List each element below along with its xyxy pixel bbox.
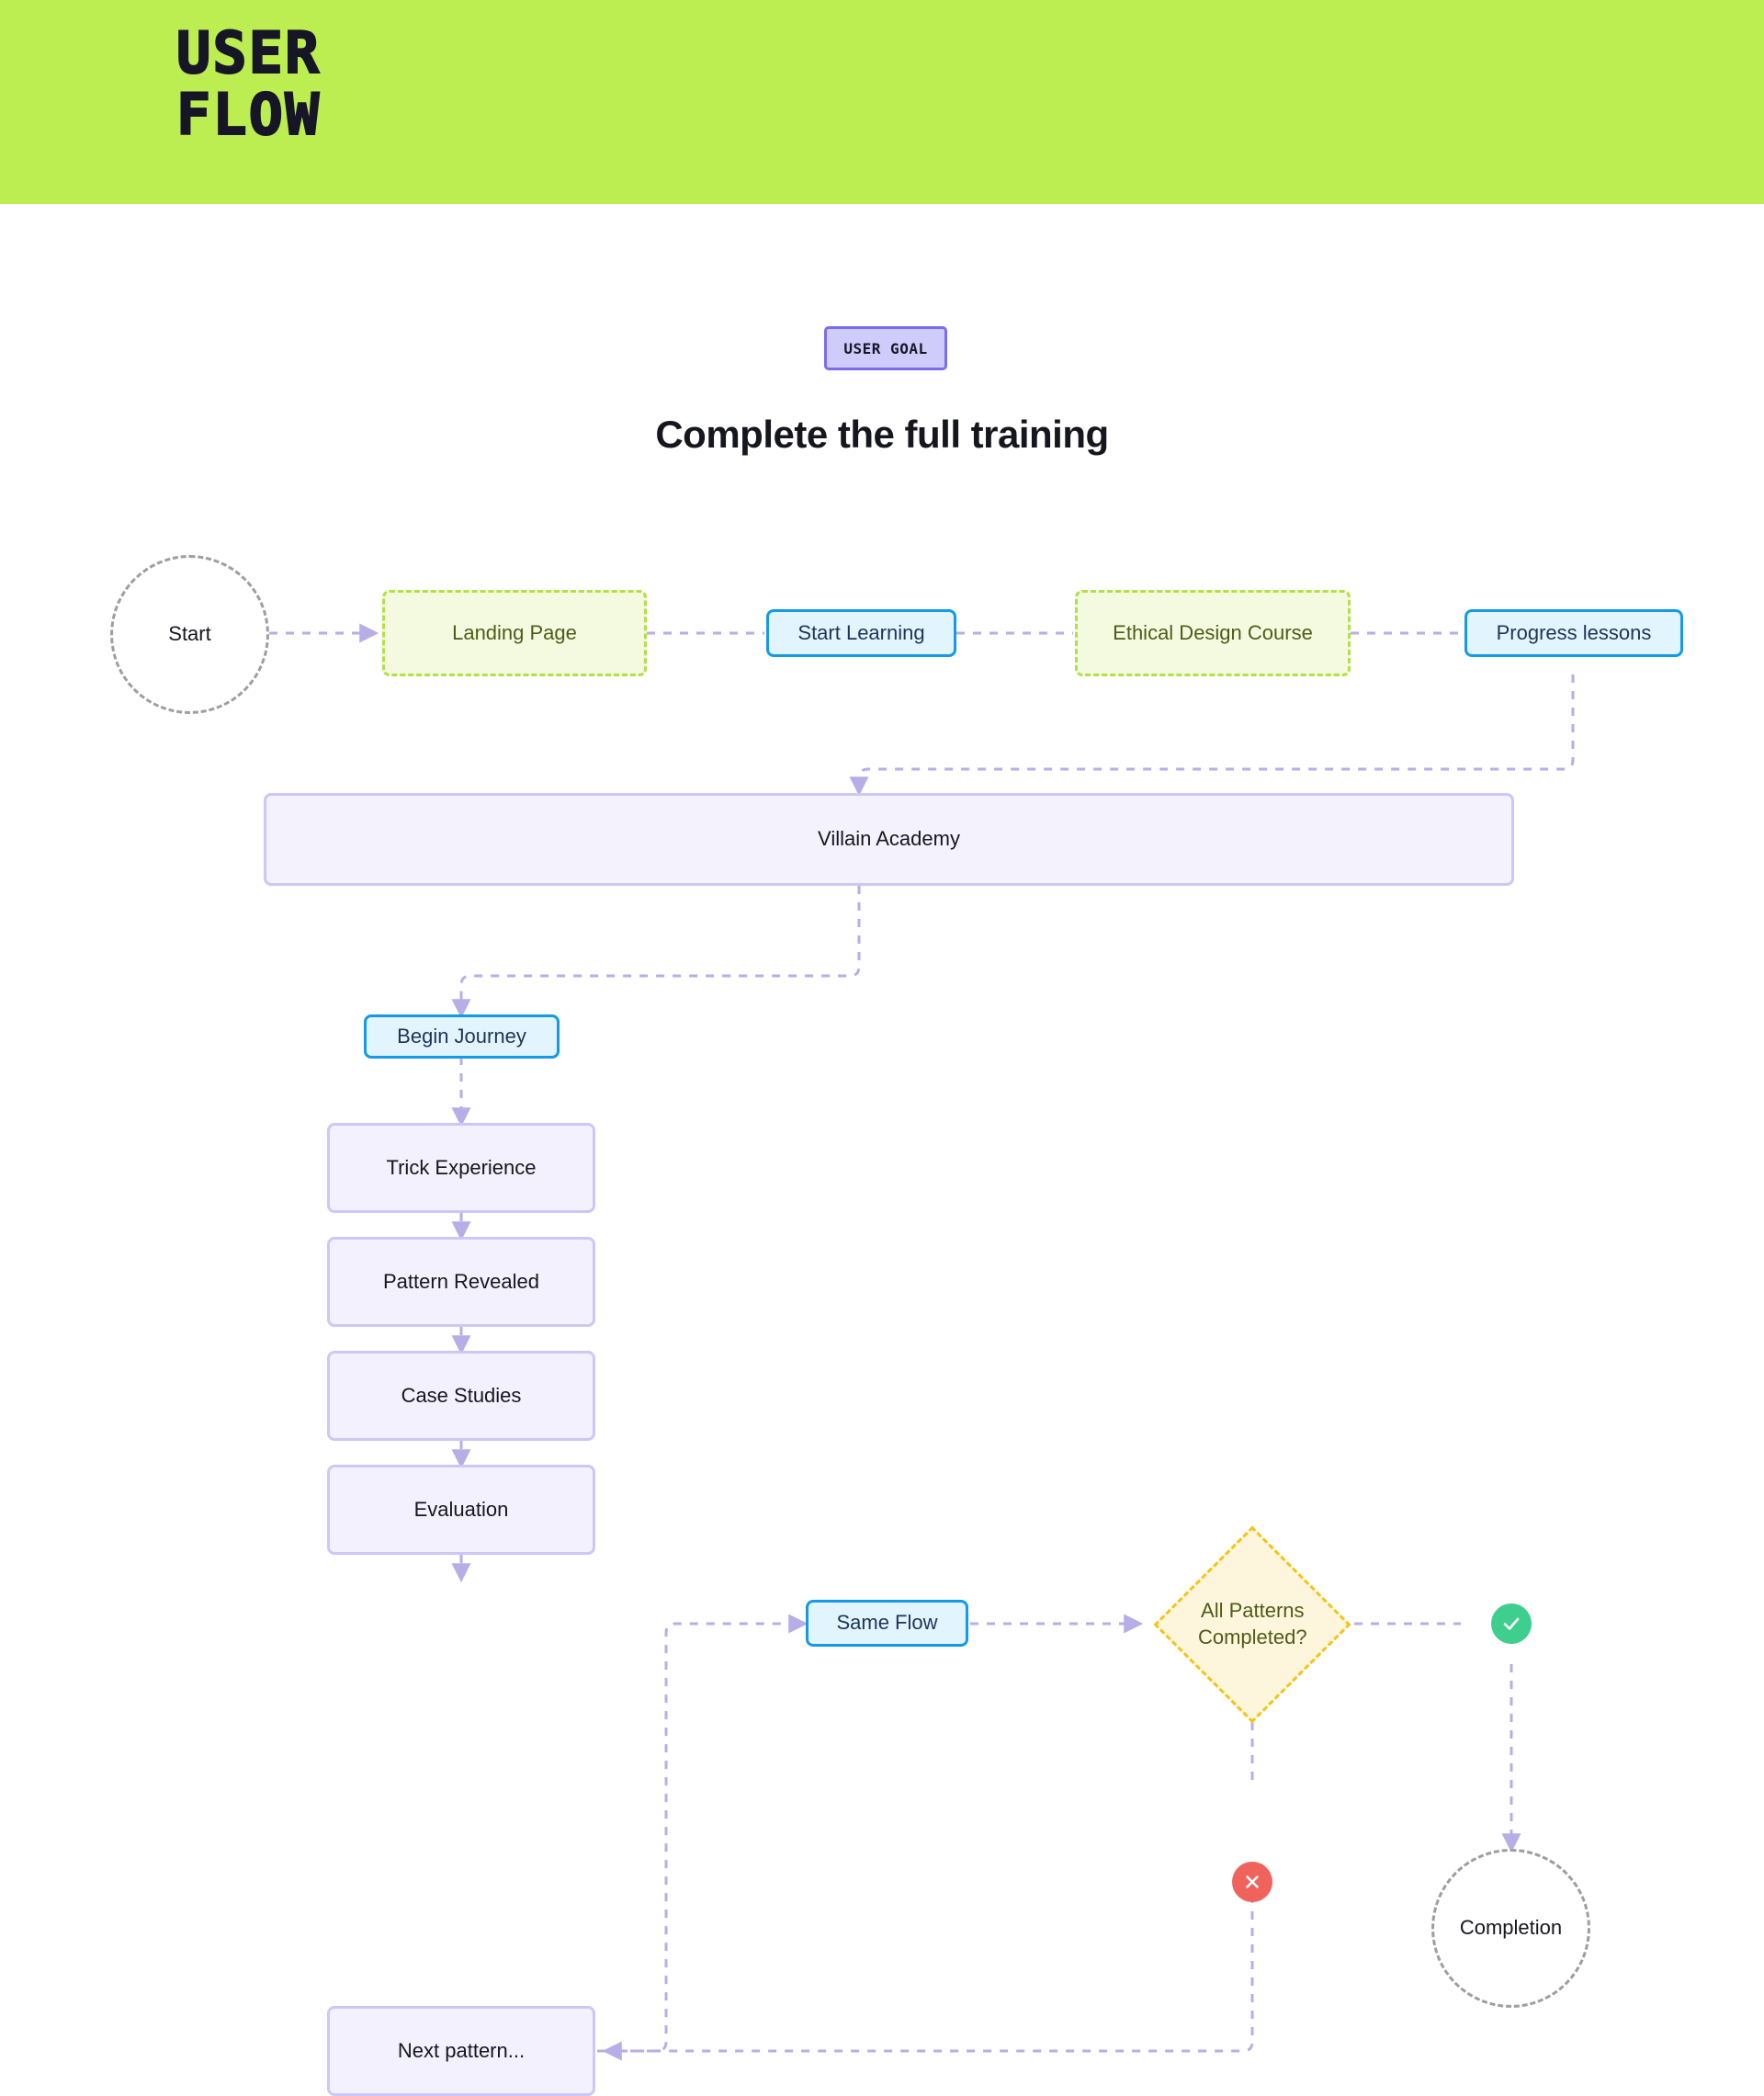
- edge-progress-villain: [849, 674, 1575, 797]
- user-flow-logo: USER FLOW: [175, 19, 322, 148]
- flow-canvas: USER GOAL Complete the full training: [0, 204, 1764, 2096]
- node-begin-journey-label: Begin Journey: [397, 1024, 526, 1048]
- node-start-learning-label: Start Learning: [797, 620, 925, 644]
- edge-nextpattern-sameflow: [597, 1614, 808, 2053]
- node-pattern-revealed[interactable]: Pattern Revealed: [327, 1237, 595, 1327]
- edge-villain-beginjourney: [451, 886, 861, 1019]
- connector-layer: [269, 623, 1575, 2061]
- node-villain-academy-label: Villain Academy: [818, 827, 960, 851]
- node-pattern-revealed-label: Pattern Revealed: [383, 1269, 539, 1293]
- node-ethical-design-course-label: Ethical Design Course: [1113, 620, 1313, 644]
- node-case-studies[interactable]: Case Studies: [327, 1351, 595, 1441]
- node-completion-label: Completion: [1459, 1916, 1563, 1940]
- node-next-pattern[interactable]: Next pattern...: [327, 2006, 595, 2096]
- app-header: USER FLOW: [0, 0, 1764, 204]
- logo-line-1: USER: [175, 19, 322, 86]
- node-trick-experience-label: Trick Experience: [386, 1155, 537, 1179]
- node-evaluation[interactable]: Evaluation: [327, 1465, 595, 1555]
- node-villain-academy[interactable]: Villain Academy: [264, 793, 1514, 886]
- node-landing-page-label: Landing Page: [452, 620, 577, 644]
- x-icon: [1246, 1875, 1259, 1888]
- check-circle-icon[interactable]: [1491, 1603, 1532, 1644]
- node-case-studies-label: Case Studies: [401, 1383, 522, 1407]
- node-all-patterns-completed[interactable]: All Patterns Completed?: [1153, 1525, 1351, 1724]
- node-same-flow-label: Same Flow: [836, 1611, 938, 1635]
- edge-no-back-nextpattern: [602, 1862, 1254, 2061]
- node-begin-journey[interactable]: Begin Journey: [364, 1014, 560, 1059]
- node-start[interactable]: Start: [110, 555, 269, 714]
- page-title: Complete the full training: [655, 413, 1109, 456]
- node-landing-page[interactable]: Landing Page: [382, 590, 647, 676]
- x-circle-icon[interactable]: [1232, 1862, 1272, 1902]
- node-start-learning[interactable]: Start Learning: [766, 609, 956, 657]
- node-ethical-design-course[interactable]: Ethical Design Course: [1075, 590, 1351, 676]
- node-completion[interactable]: Completion: [1431, 1849, 1590, 2008]
- node-next-pattern-label: Next pattern...: [397, 2038, 526, 2062]
- check-icon: [1503, 1617, 1520, 1630]
- node-evaluation-label: Evaluation: [413, 1497, 509, 1521]
- node-progress-lessons[interactable]: Progress lessons: [1464, 609, 1683, 657]
- user-goal-badge: USER GOAL: [824, 326, 947, 370]
- node-progress-lessons-label: Progress lessons: [1496, 620, 1652, 644]
- node-same-flow[interactable]: Same Flow: [806, 1600, 968, 1647]
- node-start-label: Start: [168, 622, 211, 646]
- logo-line-2: FLOW: [175, 80, 322, 148]
- logo-text-user: USER: [175, 19, 322, 86]
- node-all-patterns-completed-label: All Patterns Completed?: [1197, 1599, 1307, 1648]
- node-trick-experience[interactable]: Trick Experience: [327, 1123, 595, 1213]
- logo-text-flow: FLOW: [175, 80, 322, 148]
